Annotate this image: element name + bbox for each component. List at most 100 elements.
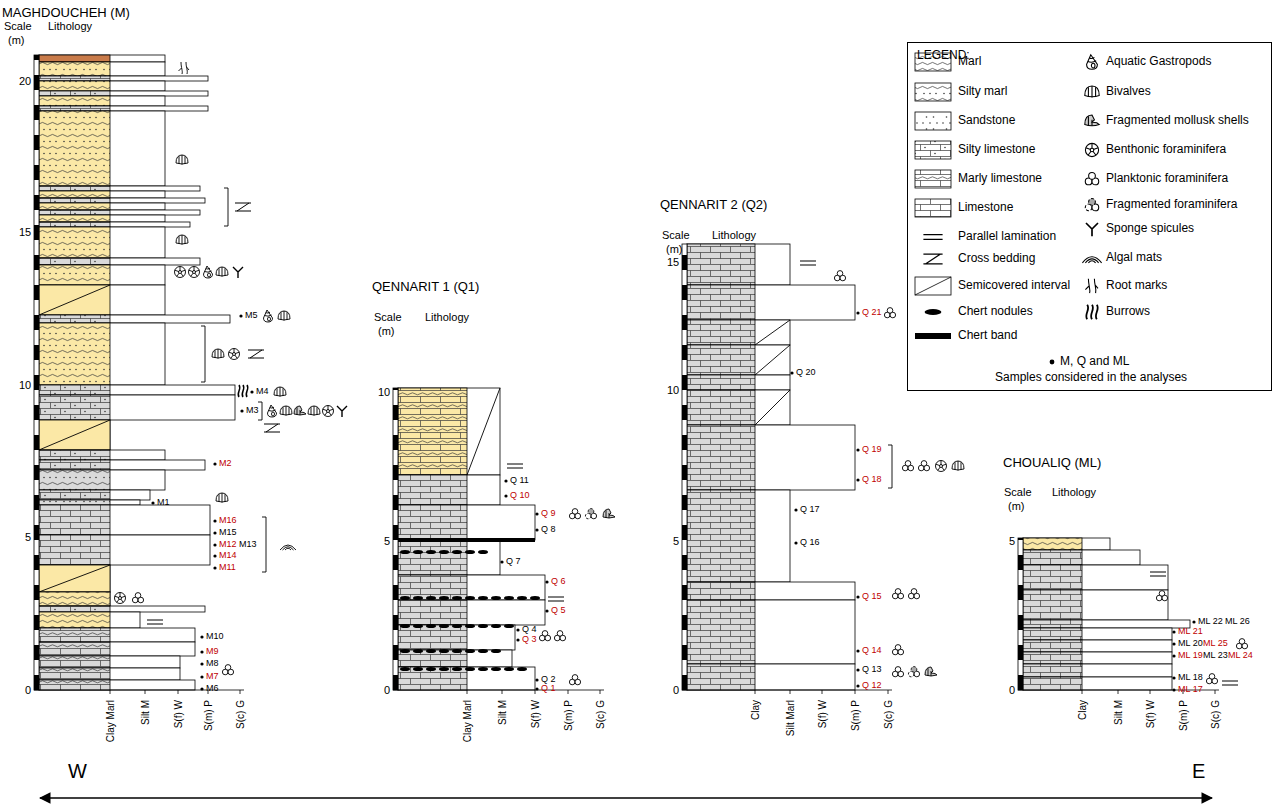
grain-size-label: S(m) P: [203, 700, 214, 731]
lithology-bed: [687, 345, 755, 375]
legend-label: Chert band: [958, 329, 1017, 343]
grain-size-box: [1023, 652, 1172, 664]
scale-bar-segment: [682, 270, 687, 285]
scale-bar-segment: [34, 555, 39, 570]
fossil-symbol: [1222, 681, 1238, 685]
grain-size-box: [39, 505, 210, 535]
bracket: [262, 517, 266, 572]
grain-size-tick: [178, 690, 179, 694]
column-header: Lithology: [48, 20, 92, 32]
legend-swatch: [915, 141, 951, 159]
scale-bar-segment: [34, 300, 39, 315]
scale-bar-segment: [34, 510, 39, 525]
grain-size-box: [39, 76, 208, 81]
grain-size-box: [39, 81, 165, 91]
lithology-bed: [39, 680, 110, 690]
scale-bar-segment: [34, 360, 39, 375]
grain-size-tick: [240, 690, 241, 694]
scale-bar: [682, 244, 687, 690]
sample-label: Q 17: [800, 505, 820, 515]
column-header: Scale: [374, 311, 402, 323]
sample-dot: [250, 390, 253, 393]
chert-nodule: [491, 649, 501, 653]
sample-label: Q 16: [800, 538, 820, 548]
scale-bar-segment: [682, 675, 687, 690]
chert-nodule: [413, 550, 423, 554]
grain-size-box: [39, 91, 208, 96]
grain-size-label: Clay: [1077, 700, 1088, 720]
legend-swatch: [915, 333, 951, 339]
grain-size-label: Silt M: [1113, 700, 1124, 725]
legend-label: M, Q and ML: [1060, 355, 1129, 369]
fossil-symbol: [115, 593, 126, 604]
sample-dot: [545, 580, 548, 583]
sample-label: M6: [206, 684, 219, 694]
scale-bar-segment: [393, 465, 398, 480]
scale-bar-segment: [34, 630, 39, 645]
sample-label: M16: [219, 516, 237, 526]
fossil-symbol: [834, 271, 845, 281]
grain-size-box: [1023, 565, 1168, 590]
fossil-symbol: [800, 261, 816, 265]
scale-bar-segment: [682, 375, 687, 390]
sample-label: M1: [157, 498, 170, 508]
grain-size-tick: [568, 690, 569, 694]
sample-label: ML 19: [1178, 651, 1203, 661]
fossil-symbol: [554, 631, 565, 641]
sample-label: Q 5: [551, 606, 566, 616]
legend-swatch: [1085, 173, 1098, 185]
grain-size-box: [687, 600, 855, 664]
lithology-bed: [687, 664, 755, 690]
column-header: (m): [666, 243, 683, 255]
chert-nodule: [504, 596, 514, 600]
grain-size-box: [39, 668, 180, 680]
scale-tick-label: 15: [19, 226, 31, 238]
grain-size-label: S(c) G: [883, 700, 894, 729]
sample-dot: [200, 650, 203, 653]
sample-label: Q 14: [862, 646, 882, 656]
lithology-bed: [39, 76, 110, 81]
fossil-symbol: [308, 406, 320, 416]
fossil-symbol: [908, 667, 919, 677]
grain-size-box: [39, 470, 165, 490]
lithology-bed: [398, 625, 467, 650]
sample-label: M8: [206, 659, 219, 669]
fossil-symbol: [548, 597, 564, 601]
scale-tick-label: 0: [1009, 684, 1015, 696]
grain-size-box: [39, 191, 165, 198]
scale-bar-segment: [682, 585, 687, 600]
grain-size-label: S(c) G: [1210, 700, 1221, 729]
scale-bar-segment: [682, 630, 687, 645]
scale-bar-segment: [1018, 645, 1023, 660]
grain-size-box: [39, 628, 195, 642]
sample-label: ML 25: [1203, 639, 1228, 649]
lithology-bed: [39, 592, 110, 606]
legend-label: Samples considered in the analyses: [995, 371, 1187, 385]
grain-size-box: [39, 111, 165, 186]
grain-size-label: Clay Marl: [462, 700, 473, 742]
section-title: QENNARIT 1 (Q1): [372, 280, 479, 294]
fossil-symbol: [902, 461, 913, 471]
legend-label: Sponge spicules: [1106, 222, 1194, 236]
lithology-bed: [687, 390, 755, 425]
fossil-symbol: [908, 589, 919, 599]
stratigraphic-column: [1018, 538, 1219, 694]
scale-bar-segment: [393, 660, 398, 675]
sample-dot: [535, 678, 538, 681]
grain-size-tick: [1215, 690, 1216, 694]
grain-size-tick: [855, 690, 856, 694]
fossil-symbol: [884, 308, 895, 318]
lithology-bed: [398, 388, 467, 475]
sample-label: Q 20: [796, 368, 816, 378]
lithology-bed: [39, 460, 110, 470]
lithology-bed: [39, 91, 110, 96]
sample-dot: [213, 531, 216, 534]
sample-label: Q 3: [522, 635, 537, 645]
scale-bar-segment: [682, 495, 687, 510]
lithology-bed: [1023, 620, 1082, 628]
sample-dot: [856, 311, 859, 314]
chert-nodule: [465, 624, 475, 628]
chert-nodule: [439, 550, 449, 554]
fossil-symbol: [233, 267, 243, 278]
grain-size-box: [39, 565, 110, 592]
